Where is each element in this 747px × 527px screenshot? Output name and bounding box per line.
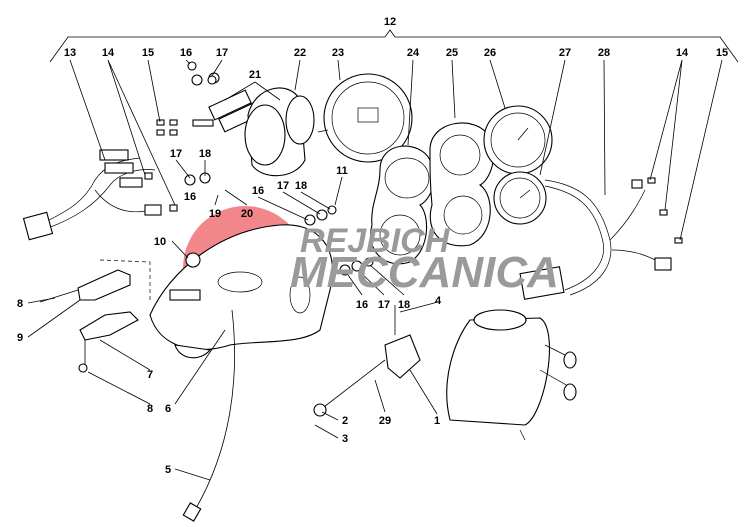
callout-7: 7 [147,369,153,381]
gauge-tachometer [483,105,553,175]
callout-15: 15 [142,47,154,59]
callout-3: 3 [342,433,348,445]
wiring-harness-right [519,177,683,300]
callout-18: 18 [398,299,410,311]
callout-15: 15 [716,47,728,59]
callout-17: 17 [378,299,390,311]
callout-5: 5 [165,464,171,476]
callout-19: 19 [209,208,221,220]
callout-1: 1 [434,415,440,427]
gauge-bezel-panel [370,145,435,265]
callout-14: 14 [102,47,115,59]
instrument-support-bracket [149,224,334,359]
callout-8: 8 [147,403,153,415]
callout-16: 16 [252,185,264,197]
callout-4: 4 [435,295,442,307]
speedometer-cable [194,309,235,511]
callout-11: 11 [336,165,348,177]
callout-27: 27 [559,47,571,59]
callout-12: 12 [384,16,396,28]
gauge-speedometer [317,73,413,163]
callout-14: 14 [676,47,689,59]
callout-17: 17 [277,180,289,192]
callout-28: 28 [598,47,610,59]
callout-6: 6 [165,403,171,415]
callout-22: 22 [294,47,306,59]
callout-13: 13 [64,47,76,59]
callout-21: 21 [249,69,261,81]
watermark-logo: REJBICH MECCANICA [290,222,559,297]
leader-lines [27,59,723,481]
callout-10: 10 [154,236,166,248]
callout-9: 9 [17,332,23,344]
gauge-face-panel [429,122,494,247]
callout-23: 23 [332,47,344,59]
callout-8: 8 [17,298,23,310]
callout-18: 18 [295,180,307,192]
wiring-harness-left [22,149,162,241]
sensor-bracket [313,305,421,417]
fasteners [78,61,374,373]
callout-16: 16 [180,47,192,59]
callout-16: 16 [184,191,196,203]
group-bracket [49,29,739,63]
callout-labels: 12 13 14 15 16 17 21 22 23 24 25 26 27 2… [17,16,728,476]
callout-17: 17 [170,148,182,160]
callout-16: 16 [356,299,368,311]
callout-17: 17 [216,47,228,59]
callout-26: 26 [484,47,496,59]
small-plugs [144,119,178,212]
callout-25: 25 [446,47,458,59]
callout-24: 24 [407,47,420,59]
mount-plates [39,259,151,365]
instrument-housing [244,87,315,177]
callout-20: 20 [241,208,253,220]
frame-tubes [446,309,577,441]
watermark-line-2: MECCANICA [290,248,559,297]
callout-2: 2 [342,415,348,427]
cable-end [182,502,202,522]
callout-18: 18 [199,148,211,160]
watermark-line-1: REJBICH [300,222,451,260]
callout-29: 29 [379,415,391,427]
gauge-fuel [493,171,547,225]
